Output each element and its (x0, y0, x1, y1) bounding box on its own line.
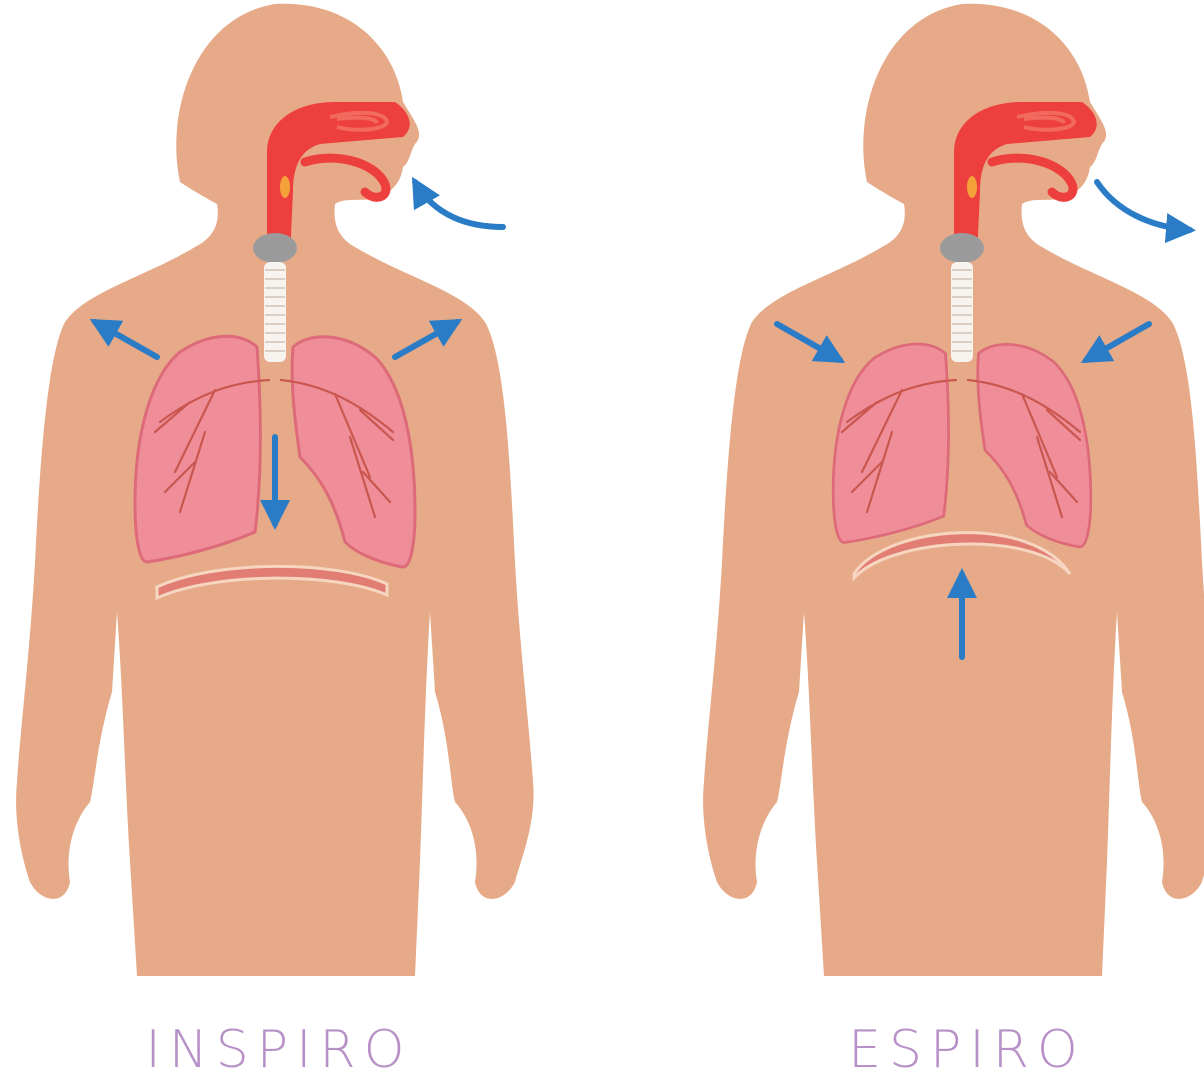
panel-exhalation (703, 4, 1204, 976)
trachea (951, 262, 973, 362)
panel-label-espiro: ESPIRO (767, 1018, 1167, 1082)
panel-inhalation (16, 4, 534, 976)
airflow-arrow-mouth (1097, 182, 1190, 230)
airflow-arrow-mouth (415, 182, 503, 227)
panel-label-inspiro: INSPIRO (79, 1018, 479, 1082)
panels-layer (16, 4, 1204, 976)
epiglottis (967, 176, 977, 198)
larynx (940, 233, 984, 263)
epiglottis (280, 176, 290, 198)
larynx (253, 233, 297, 263)
trachea (264, 262, 286, 362)
body-silhouette (703, 4, 1204, 976)
